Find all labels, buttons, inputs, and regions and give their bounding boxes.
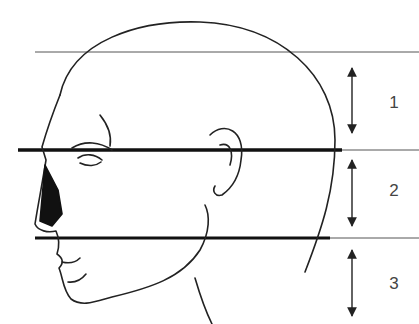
thirds-line <box>18 148 342 152</box>
skull-outline <box>60 22 335 272</box>
double-arrow <box>351 160 352 226</box>
guide-line <box>340 150 419 151</box>
eye <box>78 155 102 166</box>
brow <box>72 115 112 150</box>
guide-lines <box>18 52 419 238</box>
double-arrow <box>351 68 352 133</box>
guide-line <box>35 52 419 53</box>
double-arrow <box>351 250 352 316</box>
neck-line <box>195 278 212 324</box>
mouth-lines <box>62 258 86 282</box>
face-outline <box>35 95 208 303</box>
ear <box>210 129 242 196</box>
nose-shading <box>40 165 62 226</box>
callout-number: 3 <box>389 275 398 292</box>
head-profile <box>35 22 335 324</box>
callout-number: 2 <box>389 182 398 199</box>
guide-line <box>330 238 419 239</box>
measure-arrows <box>351 68 352 316</box>
thirds-line <box>35 237 330 240</box>
callout-number: 1 <box>389 94 398 111</box>
